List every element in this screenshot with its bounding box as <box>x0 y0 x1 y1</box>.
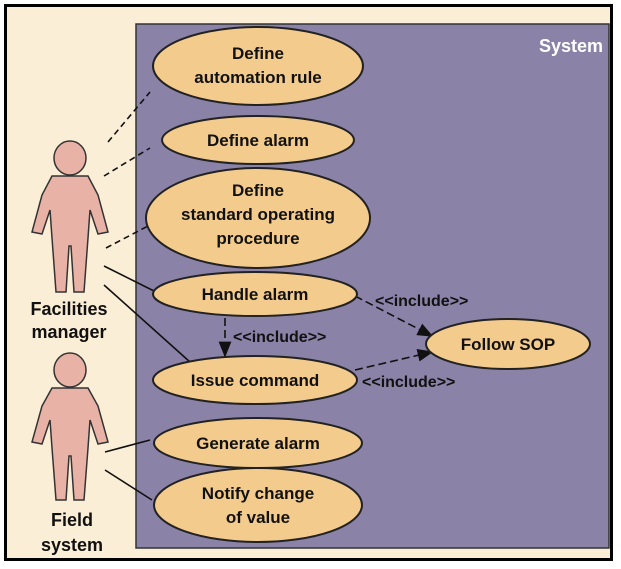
define-automation-rule-label-2: automation rule <box>194 68 322 87</box>
include-label-1: <<include>> <box>375 293 468 310</box>
field-system-label-2: system <box>41 535 103 555</box>
use-case-define-sop <box>145 167 371 269</box>
use-case-handle-alarm <box>152 271 358 317</box>
define-sop-label-1: Define <box>232 181 284 200</box>
include-issue-to-follow <box>354 349 434 371</box>
use-case-follow-sop <box>425 318 591 370</box>
include-label-3: <<include>> <box>362 374 455 391</box>
notify-change-label-1: Notify change <box>202 484 314 503</box>
define-alarm-label: Define alarm <box>207 131 309 150</box>
facilities-manager-actor <box>31 140 109 293</box>
generate-alarm-label: Generate alarm <box>196 434 320 453</box>
system-label: System <box>539 36 603 56</box>
define-sop-label-2: standard operating <box>181 205 335 224</box>
handle-alarm-label: Handle alarm <box>202 285 309 304</box>
follow-sop-label: Follow SOP <box>461 335 555 354</box>
assoc-notify-change <box>104 469 153 501</box>
notify-change-label-2: of value <box>226 508 290 527</box>
assoc-handle-alarm <box>103 265 157 293</box>
include-relations <box>218 295 434 371</box>
assoc-issue-command <box>103 284 191 363</box>
issue-command-label: Issue command <box>191 371 320 390</box>
actor-head-icon <box>53 352 87 388</box>
define-automation-rule-label-1: Define <box>232 44 284 63</box>
actor-associations-solid <box>103 265 191 501</box>
assoc-define-alarm <box>103 147 151 177</box>
use-case-issue-command <box>152 355 358 405</box>
use-case-shapes <box>145 26 591 543</box>
field-system-label-1: Field <box>51 510 93 530</box>
assoc-generate-alarm <box>104 439 151 453</box>
use-case-define-automation-rule <box>152 26 364 106</box>
facilities-manager-label-2: manager <box>31 322 106 342</box>
define-sop-label-3: procedure <box>216 229 299 248</box>
assoc-define-automation-rule <box>107 91 151 143</box>
include-label-2: <<include>> <box>233 329 326 346</box>
use-case-define-alarm <box>161 115 355 165</box>
assoc-define-sop <box>105 225 149 249</box>
facilities-manager-label-1: Facilities <box>30 299 107 319</box>
actor-associations <box>103 91 151 249</box>
actor-head-icon <box>53 140 87 176</box>
use-case-notify-change <box>153 467 363 543</box>
actor-body-icon <box>31 387 109 501</box>
include-handle-to-follow <box>354 295 434 337</box>
actor-body-icon <box>31 175 109 293</box>
field-system-actor <box>31 352 109 501</box>
